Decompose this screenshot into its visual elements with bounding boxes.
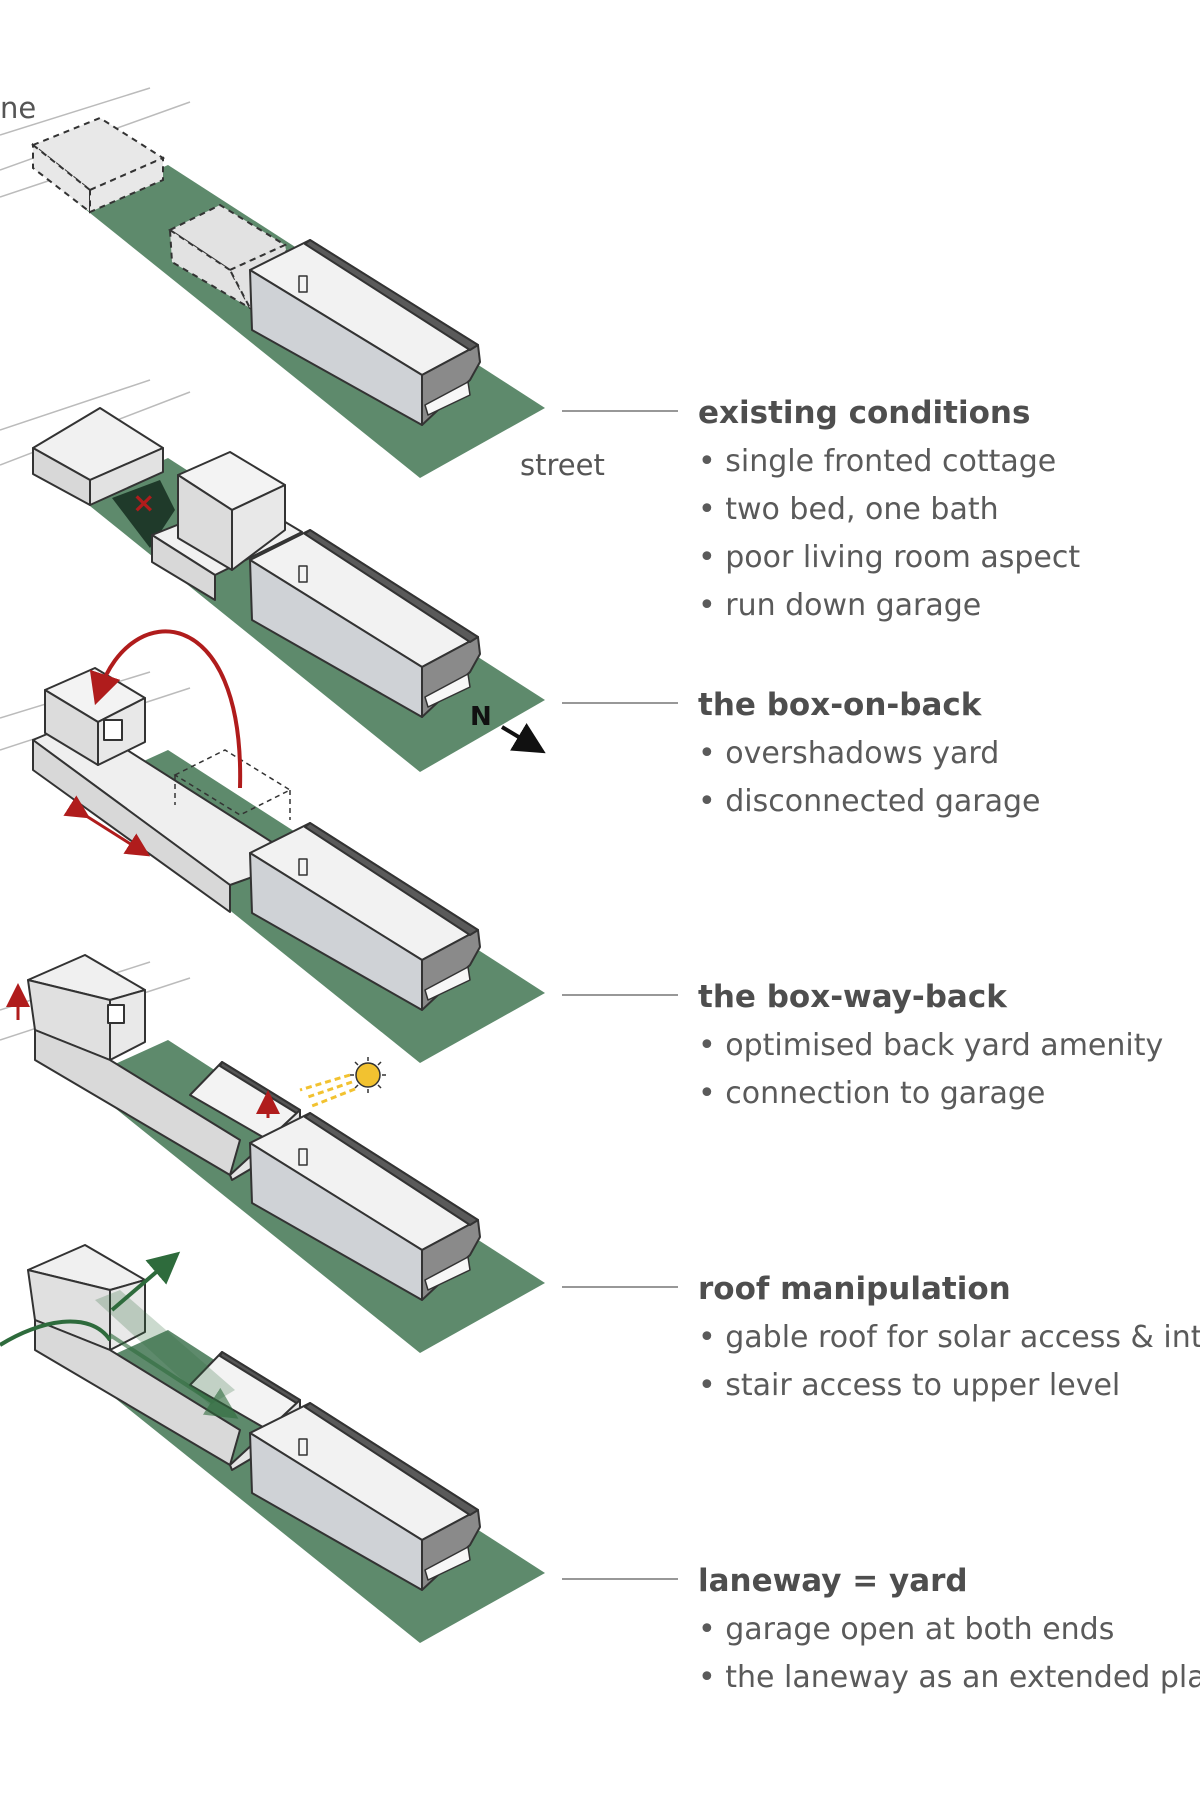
stage-title: existing conditions [698, 395, 1030, 431]
cottage [249, 1402, 481, 1591]
stage-1-model [0, 87, 545, 478]
leader-lines [562, 410, 678, 1580]
street-label: street [520, 448, 605, 482]
stage-title: the box-way-back [698, 979, 1008, 1015]
shadow [112, 480, 175, 548]
stage-title: roof manipulation [698, 1271, 1011, 1307]
stage-5-model [0, 1244, 545, 1643]
stage-bullet: • single fronted cottage [698, 444, 1056, 479]
stage-bullet: • garage open at both ends [698, 1612, 1114, 1647]
stage-4-text: roof manipulation • gable roof for solar… [698, 1271, 1200, 1403]
stage-bullet: • run down garage [698, 588, 981, 623]
sun-icon [299, 1057, 386, 1108]
stage-5-text: laneway = yard • garage open at both end… [698, 1563, 1200, 1695]
stage-bullet: • optimised back yard amenity [698, 1028, 1163, 1063]
stage-title: laneway = yard [698, 1563, 968, 1599]
cottage [249, 1112, 481, 1301]
garage-outline [31, 116, 166, 215]
stage-bullet: • the laneway as an extended plays [698, 1660, 1200, 1695]
cottage [249, 529, 481, 718]
stage-bullet: • poor living room aspect [698, 540, 1080, 575]
stage-title: the box-on-back [698, 687, 983, 723]
stage-3-model [0, 629, 545, 1063]
stage-2-model: × N [0, 379, 546, 772]
stage-bullet: • gable roof for solar access & inte [698, 1320, 1200, 1355]
cottage [249, 822, 481, 1011]
stage-3-text: the box-way-back • optimised back yard a… [698, 979, 1163, 1111]
stage-bullet: • disconnected garage [698, 784, 1041, 819]
stage-bullet: • stair access to upper level [698, 1368, 1120, 1403]
stage-4-model [0, 954, 545, 1353]
north-label: N [470, 702, 492, 732]
stage-2-text: the box-on-back • overshadows yard • dis… [698, 687, 1041, 819]
lane-label: ne [0, 91, 36, 125]
cottage [249, 239, 481, 426]
svg-text:×: × [132, 486, 155, 519]
stage-1-text: existing conditions • single fronted cot… [698, 395, 1080, 623]
stage-bullet: • connection to garage [698, 1076, 1045, 1111]
stage-bullet: • two bed, one bath [698, 492, 999, 527]
stage-bullet: • overshadows yard [698, 736, 999, 771]
